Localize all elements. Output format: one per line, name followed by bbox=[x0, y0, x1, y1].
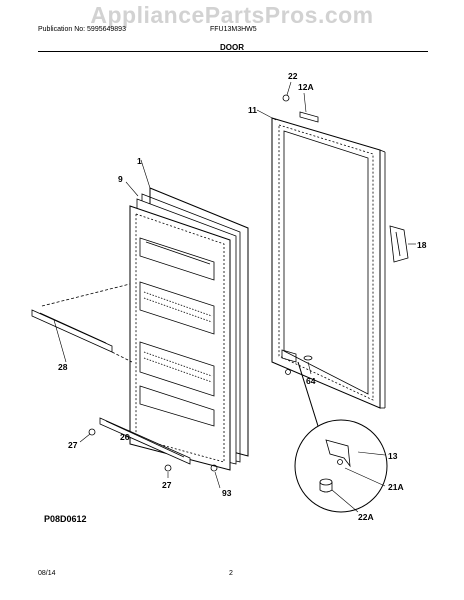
callout-64: 64 bbox=[306, 376, 316, 386]
leader-lines bbox=[53, 81, 416, 513]
callout-1: 1 bbox=[137, 156, 142, 166]
model-number: FFU13M3HW5 bbox=[210, 26, 257, 33]
callout-18: 18 bbox=[417, 240, 427, 250]
callout-93: 93 bbox=[222, 488, 232, 498]
callout-11: 11 bbox=[248, 105, 257, 115]
callout-22: 22 bbox=[288, 71, 298, 81]
inner-door-liner bbox=[129, 205, 231, 471]
hinge-bracket-small bbox=[281, 349, 313, 363]
callout-27-left: 27 bbox=[68, 440, 78, 450]
callout-13: 13 bbox=[388, 451, 398, 461]
watermark: AppliancePartsPros.com bbox=[90, 2, 374, 28]
callout-21a: 21A bbox=[388, 482, 404, 492]
hinge-detail-circle bbox=[294, 361, 388, 513]
callout-9: 9 bbox=[118, 174, 123, 184]
footer-page-number: 2 bbox=[229, 570, 233, 577]
trim-strip-left bbox=[31, 283, 133, 363]
footer-date: 08/14 bbox=[38, 570, 56, 577]
callout-27-bottom: 27 bbox=[162, 480, 172, 490]
callout-28: 28 bbox=[58, 362, 68, 372]
callout-22a: 22A bbox=[358, 512, 374, 522]
diagram-code: P08D0612 bbox=[44, 514, 87, 524]
door-shelves bbox=[139, 237, 215, 427]
callout-12a: 12A bbox=[298, 82, 314, 92]
outer-door-panel bbox=[271, 117, 386, 409]
header-rule bbox=[38, 51, 428, 52]
label-plate bbox=[299, 111, 319, 123]
trim-strip-bottom bbox=[99, 417, 191, 465]
callout-26: 26 bbox=[120, 432, 130, 442]
publication-number: Publication No: 5995649893 bbox=[38, 26, 126, 33]
section-title: DOOR bbox=[220, 43, 244, 52]
screws bbox=[88, 94, 291, 472]
door-handle bbox=[389, 225, 409, 263]
